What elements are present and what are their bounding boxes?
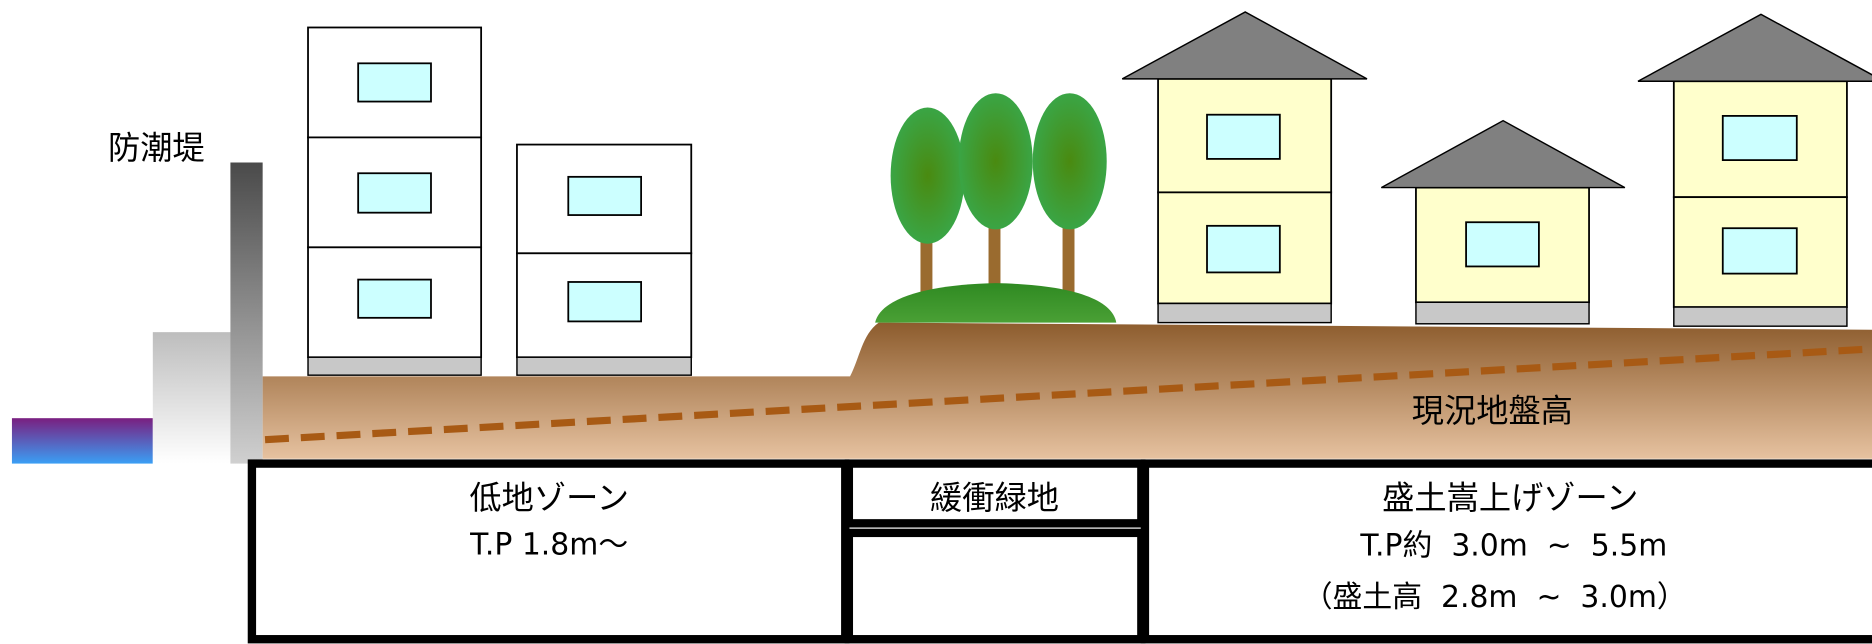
apartment-foundation — [516, 356, 692, 376]
lowland-zone-title: 低地ゾーン — [469, 479, 629, 517]
window — [357, 172, 432, 214]
zone-table: 低地ゾーン T.P 1.8m〜 緩衝緑地 盛土嵩上げゾーン T.P約 3.0m … — [247, 459, 1872, 644]
window — [567, 175, 643, 216]
house-roof — [1380, 119, 1626, 189]
buffer-zone-box — [844, 459, 1146, 528]
apartment-building-2 — [516, 143, 693, 376]
house-3 — [1637, 13, 1872, 327]
raised-zone-title: 盛土嵩上げゾーン — [1382, 479, 1638, 517]
house-foundation — [1673, 306, 1848, 327]
existing-ground-level-line — [264, 345, 1872, 444]
window — [567, 281, 643, 323]
tree-canopy — [1032, 93, 1107, 230]
window — [1721, 115, 1798, 161]
seawall — [230, 162, 263, 464]
window — [357, 62, 432, 103]
apartment-building-1 — [307, 26, 483, 376]
buffer-zone-lower-box — [844, 528, 1146, 644]
raised-zone-box — [1140, 459, 1872, 644]
house-2 — [1380, 119, 1626, 325]
tree-trunk — [988, 218, 1001, 291]
embankment-block — [152, 332, 232, 464]
apartment-foundation — [307, 356, 482, 376]
lowland-zone-elevation: T.P 1.8m〜 — [469, 527, 628, 562]
seawall-label: 防潮堤 — [108, 129, 205, 167]
tree-canopy — [958, 93, 1033, 230]
window — [1206, 224, 1281, 274]
sea — [11, 418, 153, 464]
tree-trunk — [1062, 221, 1075, 293]
tree-trunk — [920, 232, 933, 296]
raised-zone-elevation: T.P約 3.0m ~ 5.5m — [1359, 529, 1667, 564]
house-foundation — [1415, 301, 1590, 325]
green-mound — [875, 283, 1117, 323]
window — [357, 278, 432, 319]
house-roof — [1121, 11, 1368, 80]
house-roof — [1637, 13, 1872, 82]
lowland-zone-box — [247, 459, 850, 644]
window — [1465, 221, 1540, 268]
window — [1721, 227, 1798, 275]
house-foundation — [1157, 302, 1332, 324]
raised-zone-fill-height: （盛土高 2.8m ~ 3.0m） — [1303, 580, 1687, 615]
tree-canopy — [890, 107, 965, 244]
ground — [262, 322, 1872, 459]
existing-ground-level-label: 現況地盤高 — [1412, 392, 1573, 430]
window — [1206, 113, 1281, 160]
buffer-zone-title: 緩衝緑地 — [930, 479, 1059, 517]
buffer-green-trees — [875, 93, 1117, 323]
house-1 — [1121, 11, 1368, 324]
